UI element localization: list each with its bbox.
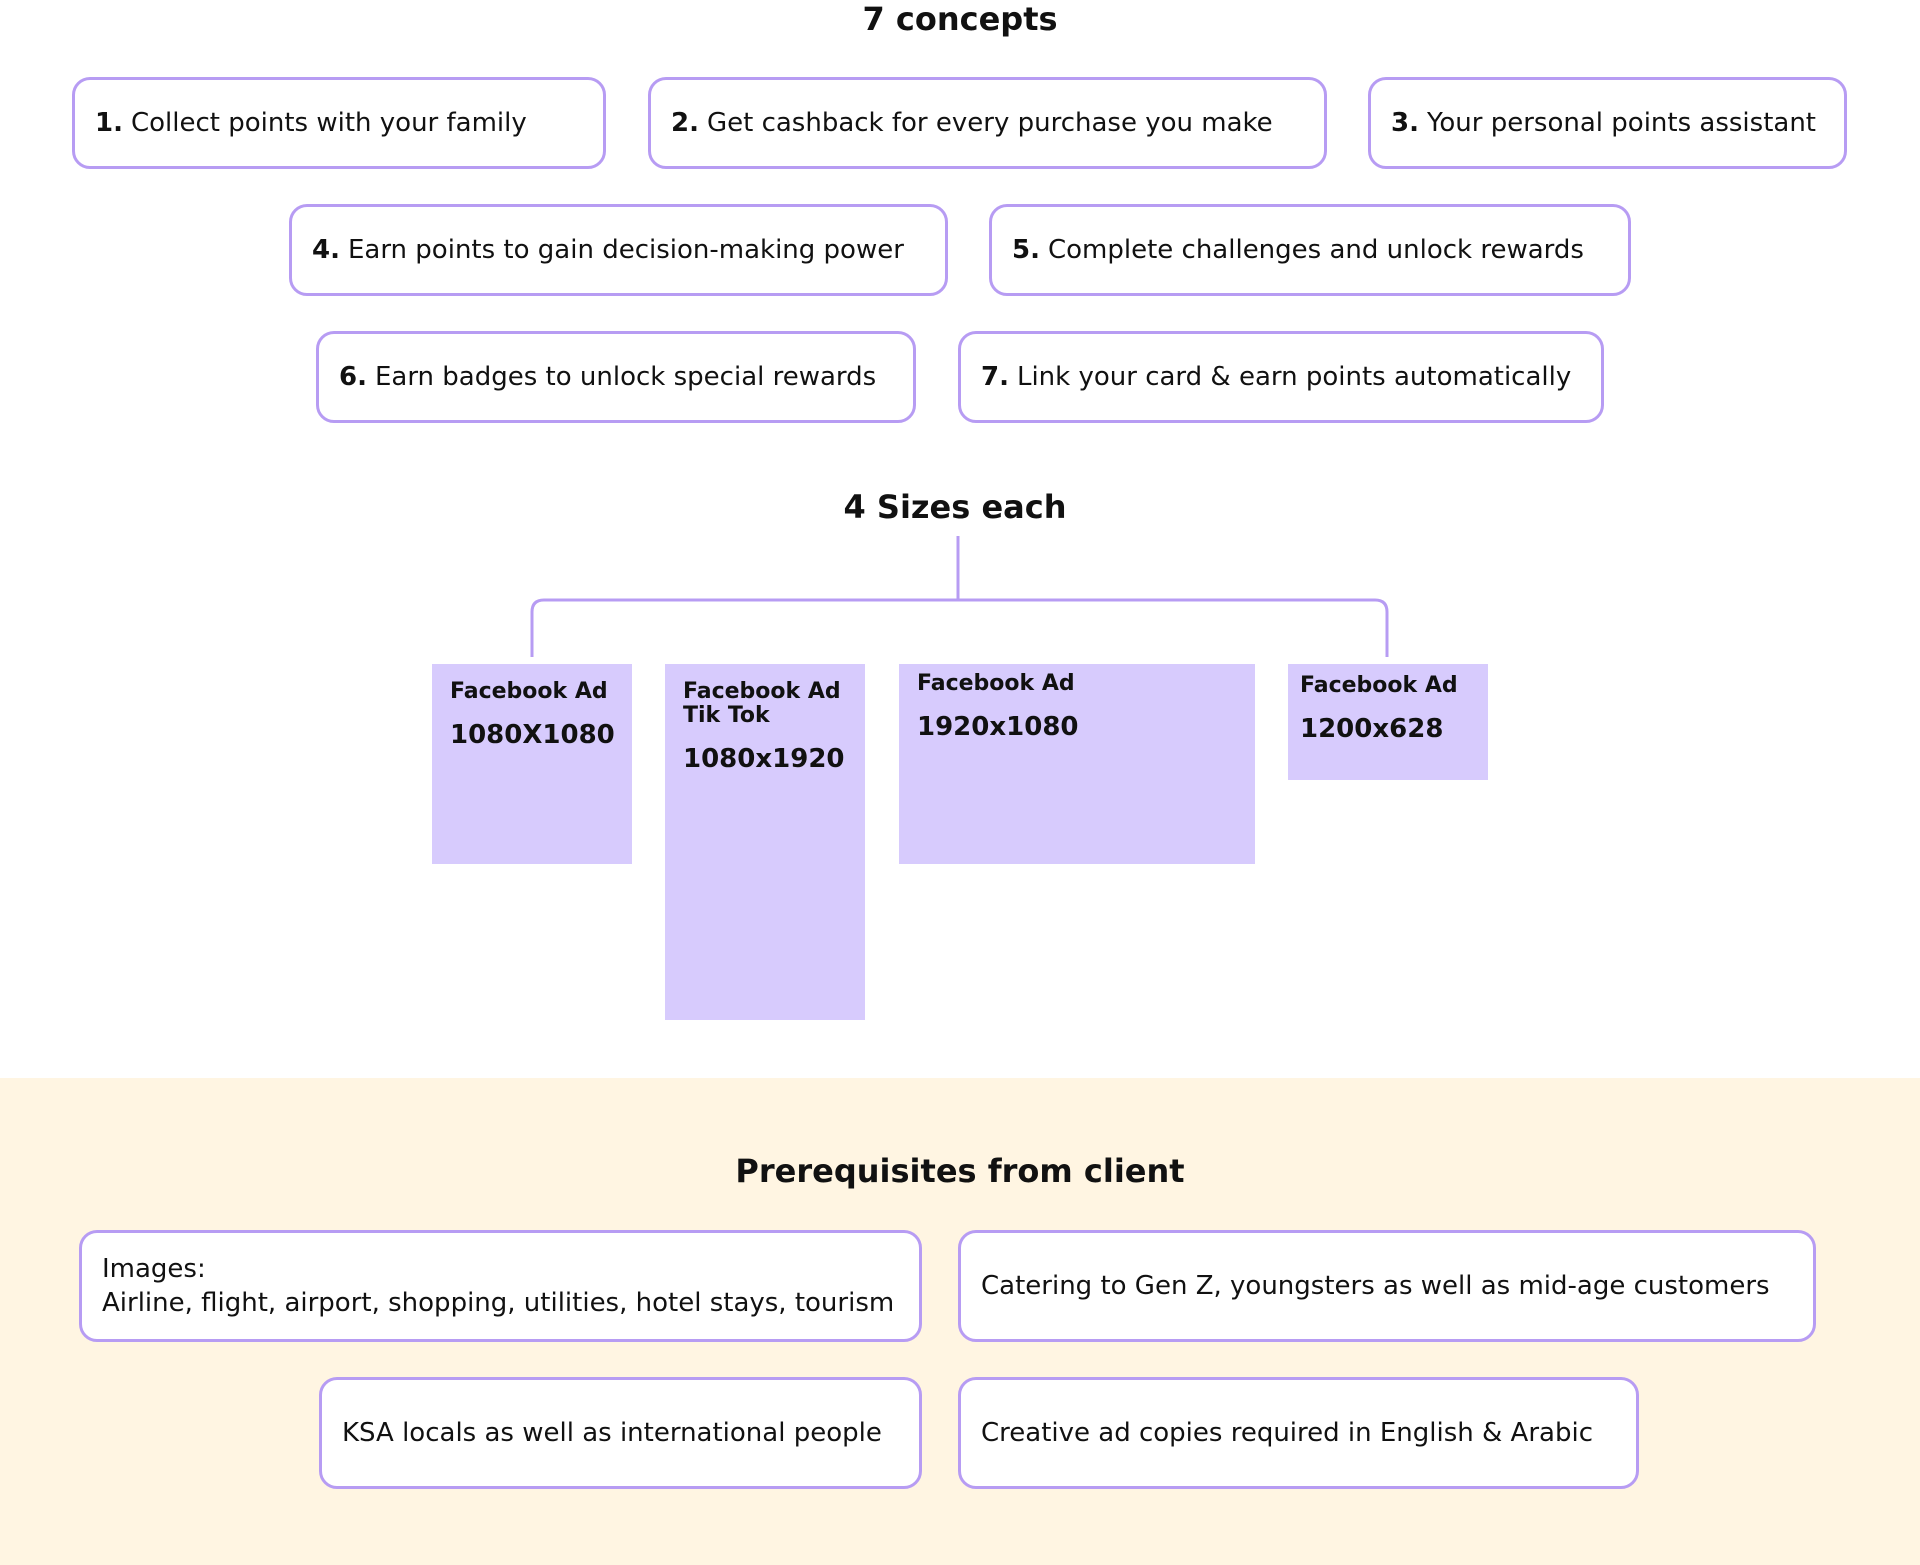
- prereq-text: KSA locals as well as international peop…: [342, 1418, 882, 1448]
- prerequisites-title: Prerequisites from client: [735, 1152, 1185, 1190]
- concept-box-2: 2.Get cashback for every purchase you ma…: [648, 77, 1327, 169]
- concept-text: Link your card & earn points automatical…: [1016, 362, 1572, 392]
- size-platform: Facebook Ad: [917, 671, 1075, 696]
- concept-number: 4.: [312, 235, 340, 265]
- prereq-images-list: Airline, flight, airport, shopping, util…: [102, 1288, 895, 1318]
- prereq-images-label: Images:: [102, 1254, 206, 1284]
- size-platform: Facebook Ad: [1300, 673, 1458, 698]
- prereq-box-language: Creative ad copies required in English &…: [958, 1377, 1639, 1489]
- size-dimensions: 1200x628: [1300, 714, 1444, 744]
- concept-number: 6.: [339, 362, 367, 392]
- size-dimensions: 1080X1080: [450, 720, 615, 750]
- size-platform: Facebook Ad Tik Tok: [683, 679, 841, 728]
- size-card-4: Facebook Ad 1200x628: [1288, 664, 1488, 780]
- prereq-images-box: Images: Airline, flight, airport, shoppi…: [79, 1230, 922, 1342]
- concept-box-6: 6.Earn badges to unlock special rewards: [316, 331, 916, 423]
- concept-box-5: 5.Complete challenges and unlock rewards: [989, 204, 1631, 296]
- concept-number: 1.: [95, 108, 123, 138]
- size-connector: [530, 536, 1389, 657]
- size-dimensions: 1080x1920: [683, 744, 845, 774]
- concept-text: Complete challenges and unlock rewards: [1047, 235, 1584, 265]
- concept-text: Your personal points assistant: [1426, 108, 1816, 138]
- concept-number: 5.: [1012, 235, 1040, 265]
- concept-text: Collect points with your family: [130, 108, 527, 138]
- prereq-box-locals: KSA locals as well as international peop…: [319, 1377, 922, 1489]
- size-card-3: Facebook Ad 1920x1080: [899, 664, 1255, 864]
- concept-text: Earn badges to unlock special rewards: [374, 362, 877, 392]
- concept-box-7: 7.Link your card & earn points automatic…: [958, 331, 1604, 423]
- concept-text: Get cashback for every purchase you make: [706, 108, 1273, 138]
- size-card-1: Facebook Ad 1080X1080: [432, 664, 632, 864]
- sizes-title: 4 Sizes each: [843, 488, 1067, 526]
- concept-box-3: 3.Your personal points assistant: [1368, 77, 1847, 169]
- prereq-box-audience: Catering to Gen Z, youngsters as well as…: [958, 1230, 1816, 1342]
- size-dimensions: 1920x1080: [917, 712, 1079, 742]
- concept-number: 3.: [1391, 108, 1419, 138]
- prereq-text: Creative ad copies required in English &…: [981, 1418, 1593, 1448]
- connector-bracket: [530, 598, 1389, 657]
- concept-box-1: 1.Collect points with your family: [72, 77, 606, 169]
- concept-number: 2.: [671, 108, 699, 138]
- concept-number: 7.: [981, 362, 1009, 392]
- concept-text: Earn points to gain decision-making powe…: [347, 235, 904, 265]
- size-platform: Facebook Ad: [450, 679, 608, 704]
- concepts-title: 7 concepts: [862, 0, 1058, 38]
- size-card-2: Facebook Ad Tik Tok 1080x1920: [665, 664, 865, 1020]
- prereq-text: Catering to Gen Z, youngsters as well as…: [981, 1271, 1770, 1301]
- concept-box-4: 4.Earn points to gain decision-making po…: [289, 204, 948, 296]
